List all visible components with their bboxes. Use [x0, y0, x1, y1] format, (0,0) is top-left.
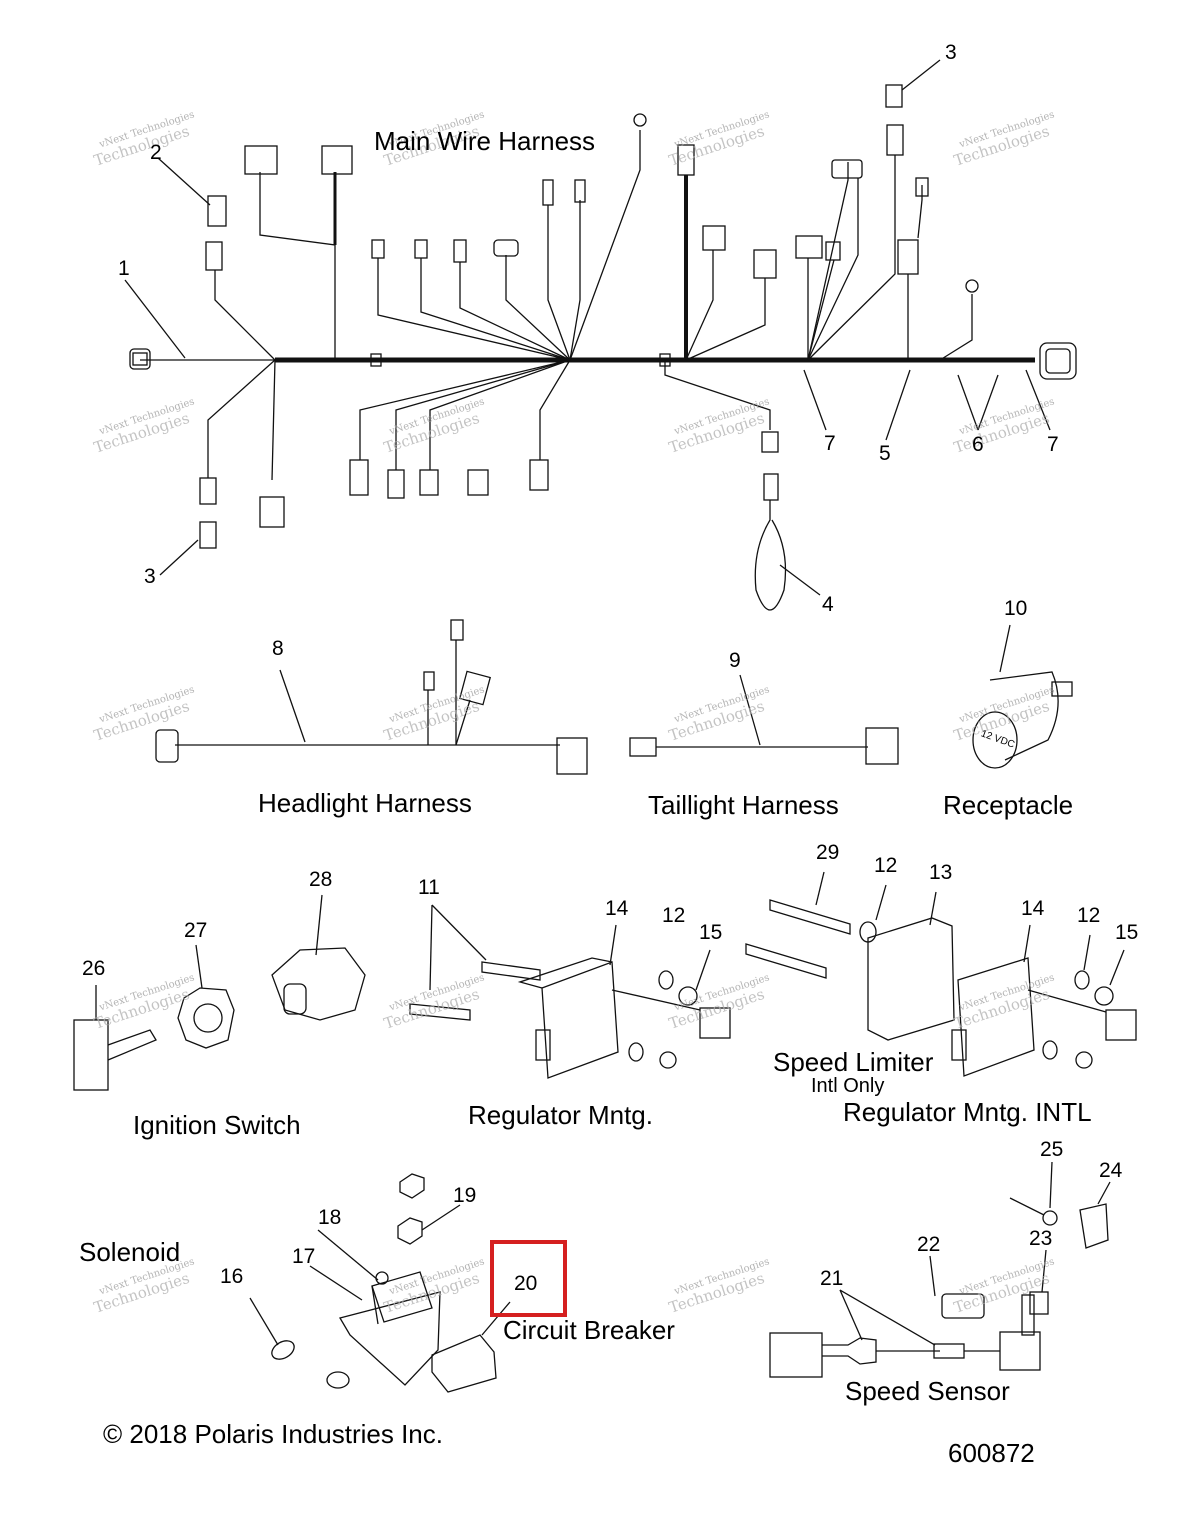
speed-limiter-title: Speed Limiter	[773, 1047, 934, 1077]
callout-19: 19	[453, 1184, 477, 1207]
callout-24: 24	[1099, 1159, 1123, 1182]
receptacle-art	[972, 624, 1073, 769]
callout-3: 3	[945, 41, 957, 64]
callout-13: 13	[929, 861, 953, 884]
ignition-switch-art	[73, 894, 366, 1091]
regulator-mntg-art	[409, 904, 731, 1079]
speed-sensor-title: Speed Sensor	[845, 1376, 1010, 1406]
intl-only-note: Intl Only	[811, 1075, 885, 1097]
callout-25: 25	[1040, 1138, 1064, 1161]
callout-4: 4	[822, 593, 834, 616]
callout-10: 10	[1004, 597, 1028, 620]
callout-12: 12	[874, 854, 898, 877]
callout-22: 22	[917, 1233, 941, 1256]
solenoid-art	[249, 1173, 511, 1393]
taillight-harness-title: Taillight Harness	[648, 790, 839, 820]
taillight-harness-art	[629, 674, 899, 765]
receptacle-title: Receptacle	[943, 790, 1074, 820]
callout-12: 12	[662, 904, 686, 927]
callout-21: 21	[820, 1267, 844, 1290]
circuit-breaker-title: Circuit Breaker	[503, 1315, 675, 1345]
callout-23: 23	[1029, 1227, 1053, 1250]
callout-29: 29	[816, 841, 840, 864]
main-wire-harness-title: Main Wire Harness	[374, 126, 596, 156]
callout-15: 15	[699, 921, 723, 944]
regulator-mntg-title: Regulator Mntg.	[468, 1100, 653, 1130]
callout-7: 7	[824, 432, 836, 455]
callout-27: 27	[184, 919, 208, 942]
callout-8: 8	[272, 637, 284, 660]
callout-2: 2	[150, 141, 162, 164]
callout-7: 7	[1047, 433, 1059, 456]
callout-3: 3	[144, 565, 156, 588]
diagram-number: 600872	[948, 1438, 1035, 1468]
solenoid-title: Solenoid	[79, 1237, 181, 1267]
ignition-switch-title: Ignition Switch	[133, 1110, 301, 1140]
regulator-mntg-intl-art	[745, 871, 1137, 1077]
speed-sensor-art	[769, 1161, 1111, 1378]
callout-highlight-box	[490, 1240, 567, 1317]
callout-18: 18	[318, 1206, 342, 1229]
callout-9: 9	[729, 649, 741, 672]
callout-16: 16	[220, 1265, 244, 1288]
main-wire-harness	[124, 59, 1077, 611]
callout-20[interactable]: 20	[514, 1272, 538, 1295]
callout-17: 17	[292, 1245, 316, 1268]
copyright: © 2018 Polaris Industries Inc.	[103, 1419, 443, 1449]
callout-5: 5	[879, 442, 891, 465]
callout-28: 28	[309, 868, 333, 891]
callout-6: 6	[972, 433, 984, 456]
callout-14: 14	[605, 897, 629, 920]
callout-1: 1	[118, 257, 130, 280]
callout-14: 14	[1021, 897, 1045, 920]
regulator-mntg-intl-title: Regulator Mntg. INTL	[843, 1097, 1092, 1127]
headlight-harness-art	[155, 619, 588, 775]
headlight-harness-title: Headlight Harness	[258, 788, 472, 818]
callout-12: 12	[1077, 904, 1101, 927]
callout-26: 26	[82, 957, 106, 980]
callout-15: 15	[1115, 921, 1139, 944]
callout-11: 11	[418, 876, 440, 899]
